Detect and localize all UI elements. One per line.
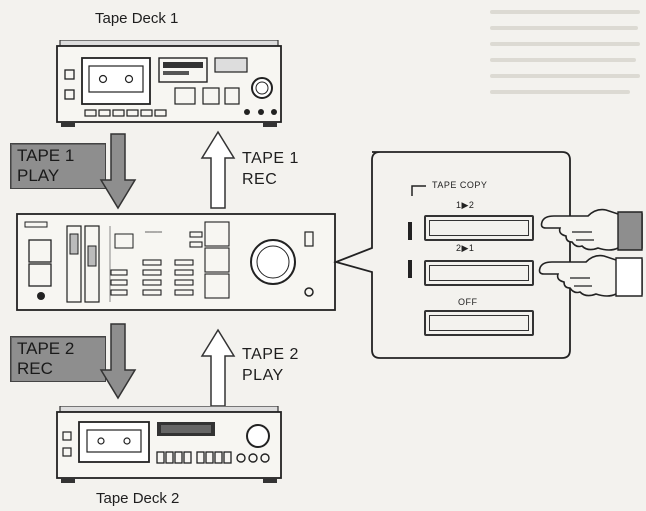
copy-1to2-button[interactable] [424, 215, 534, 241]
pointing-hand-icon [538, 254, 643, 297]
tape1-rec-label: TAPE 1 REC [242, 148, 299, 190]
tape1-play-box: TAPE 1 PLAY [10, 143, 106, 189]
deck1-title: Tape Deck 1 [95, 10, 179, 27]
copy-off-label: OFF [456, 297, 480, 307]
copy-2to1-button[interactable] [424, 260, 534, 286]
copy-off-button[interactable] [424, 310, 534, 336]
background-text-line [490, 58, 636, 62]
tape2-rec-box: TAPE 2 REC [10, 336, 106, 382]
up-arrow-icon [200, 328, 236, 407]
tape1-play-line2: PLAY [17, 166, 60, 185]
copy-2to1-label: 2▶1 [454, 243, 477, 254]
background-text-line [490, 42, 640, 46]
tape2-rec-line2: REC [17, 359, 53, 378]
tape-deck-2 [56, 406, 282, 483]
tape-copy-heading: TAPE COPY [430, 180, 490, 190]
background-text-line [490, 10, 640, 14]
up-arrow-icon [200, 130, 236, 209]
callout-bubble [333, 151, 571, 359]
down-arrow-icon [99, 323, 137, 400]
background-text-line [490, 74, 640, 78]
background-text-line [490, 90, 630, 94]
tape1-rec-line2: REC [242, 171, 278, 188]
background-text-line [490, 26, 638, 30]
tape1-rec-line1: TAPE 1 [242, 150, 299, 167]
tape-deck-1 [56, 40, 282, 127]
down-arrow-icon [99, 133, 137, 210]
tape2-rec-line1: TAPE 2 [17, 339, 75, 358]
svg-text:════: ════ [144, 230, 163, 236]
pointing-hand-icon [540, 208, 643, 251]
pointing-hands [538, 208, 643, 297]
copy-1to2-label: 1▶2 [454, 200, 477, 211]
amplifier: ════ [16, 213, 336, 311]
tape2-play-line1: TAPE 2 [242, 346, 299, 363]
tape2-play-label: TAPE 2 PLAY [242, 344, 299, 386]
tape1-play-line1: TAPE 1 [17, 146, 75, 165]
tape2-play-line2: PLAY [242, 367, 284, 384]
deck2-title: Tape Deck 2 [96, 490, 180, 507]
